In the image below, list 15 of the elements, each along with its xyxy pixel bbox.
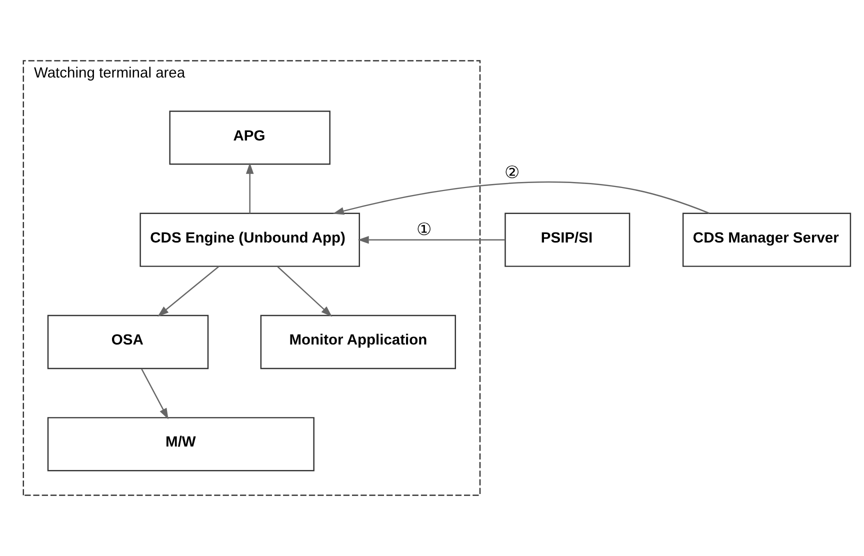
node-box: OSA <box>47 314 209 370</box>
arrow <box>277 266 332 317</box>
node-box: CDS Engine (Unbound App) <box>140 212 360 267</box>
node-box: Monitor Application <box>260 314 456 370</box>
node-box: M/W <box>47 417 314 472</box>
edge-label: ② <box>504 162 520 182</box>
arrow <box>358 236 505 244</box>
edge-label: ① <box>416 219 432 240</box>
arrow <box>141 368 168 420</box>
node-box: APG <box>169 110 330 165</box>
arrow <box>158 266 220 317</box>
arrow <box>246 162 254 214</box>
node-box: CDS Manager Server <box>682 212 852 267</box>
node-box: PSIP/SI <box>504 212 630 267</box>
arrow <box>332 182 710 215</box>
